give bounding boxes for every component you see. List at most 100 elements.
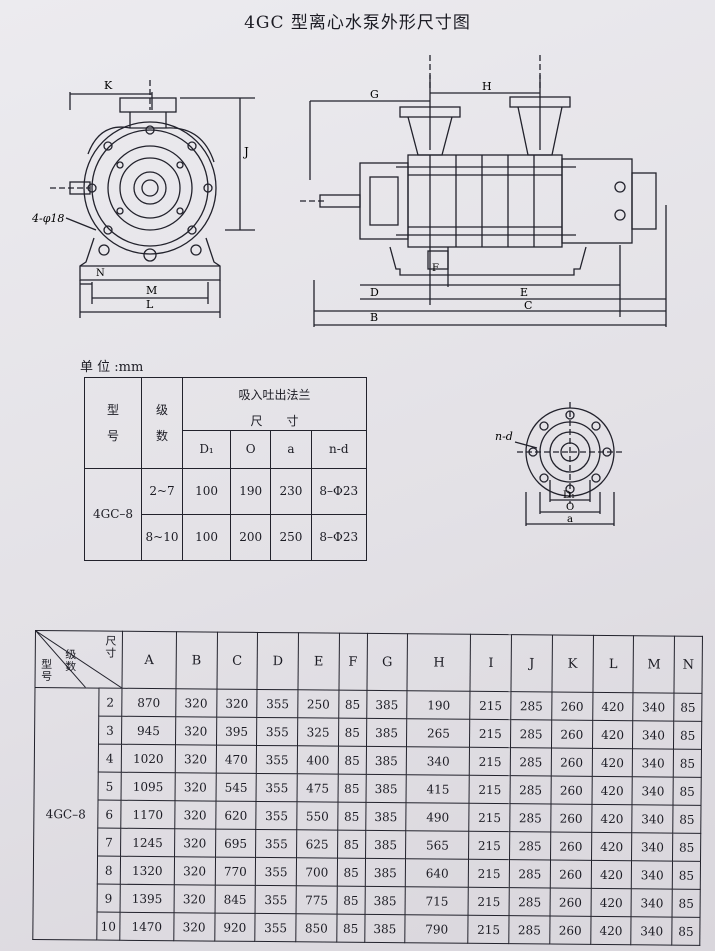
value-cell: 475 — [297, 773, 339, 803]
value-cell: 285 — [510, 747, 552, 777]
model-cell: 4GC–8 — [32, 687, 99, 941]
value-cell: 85 — [337, 774, 366, 803]
corner-model-label: 型号 — [41, 658, 53, 684]
value-cell: 85 — [673, 721, 702, 750]
value-cell: 85 — [673, 693, 702, 722]
flange-group-sub-text: 尺 寸 — [250, 413, 299, 428]
value-cell: 625 — [296, 829, 338, 859]
value-cell: 260 — [550, 804, 592, 833]
stage-cell: 5 — [97, 772, 122, 801]
value-cell: 565 — [405, 830, 470, 860]
flange-table: 型 号 级 数 吸入吐出法兰 尺 寸 D₁ O a n-d 4GC–8 2~7 — [84, 377, 367, 561]
column-header-c: C — [216, 632, 258, 690]
column-header-h: H — [407, 633, 471, 692]
value-cell: 285 — [510, 775, 552, 805]
value-cell: 320 — [174, 772, 216, 802]
flange-row: 4GC–8 2~7 100 190 230 8–Φ23 — [84, 467, 367, 561]
flange-label-o: O — [566, 502, 574, 513]
value-cell: 775 — [296, 885, 338, 915]
flange-col-d1: D₁ — [183, 429, 232, 468]
value-cell: 790 — [405, 914, 469, 944]
units-label: 单 位 :mm — [80, 360, 144, 375]
value-cell: 265 — [406, 718, 471, 748]
column-header-n: N — [674, 636, 703, 694]
value-cell: 260 — [550, 832, 592, 861]
value-cell: 385 — [365, 774, 407, 803]
value-cell: 385 — [366, 690, 408, 719]
value-cell: 870 — [121, 688, 176, 717]
flange-values-cell: 100 190 230 8–Φ23 — [182, 467, 367, 515]
value-cell: 640 — [405, 858, 469, 888]
value-cell: 355 — [256, 773, 298, 802]
value-cell: 260 — [551, 692, 593, 721]
side-view-drawing: G H F D E C B — [300, 55, 667, 327]
value-cell: 285 — [510, 691, 552, 721]
flange-model-cell: 4GC–8 — [84, 467, 142, 561]
value-cell: 385 — [364, 858, 406, 887]
value-cell: 85 — [672, 861, 701, 890]
corner-stage-label: 级数 — [65, 648, 77, 674]
flange-value: 8–Φ23 — [319, 530, 359, 544]
value-cell: 1170 — [120, 800, 175, 829]
flange-label-a: a — [567, 514, 573, 525]
value-cell: 355 — [255, 857, 297, 886]
value-cell: 340 — [631, 860, 673, 890]
value-cell: 85 — [337, 858, 366, 887]
flange-row: 8~10 100 200 250 8–Φ23 — [85, 513, 367, 561]
stage-cell: 9 — [96, 884, 121, 913]
flange-col-nd: n-d — [310, 429, 366, 468]
value-cell: 215 — [468, 887, 510, 916]
value-cell: 190 — [407, 690, 471, 720]
value-cell: 85 — [672, 889, 701, 918]
dimension-table: 尺寸 级数 型号 A B C D E F G H I J K L M N 4GC… — [32, 630, 703, 946]
value-cell: 285 — [509, 831, 551, 861]
value-cell: 320 — [173, 884, 215, 914]
value-cell: 545 — [215, 773, 257, 802]
value-cell: 85 — [336, 914, 365, 943]
flange-group-title: 吸入吐出法兰 — [182, 377, 367, 412]
value-cell: 85 — [338, 746, 367, 775]
flange-stage-header: 级 数 — [141, 377, 183, 469]
value-cell: 1095 — [121, 772, 176, 801]
column-header-m: M — [633, 635, 675, 694]
value-cell: 215 — [470, 691, 512, 720]
value-cell: 420 — [590, 916, 632, 945]
front-label-k: K — [104, 79, 113, 92]
flange-values-row: 100 190 230 8–Φ23 — [183, 468, 366, 514]
value-cell: 355 — [255, 829, 297, 858]
side-label-h: H — [482, 80, 492, 93]
value-cell: 415 — [406, 774, 470, 804]
value-cell: 260 — [550, 776, 592, 805]
value-cell: 420 — [591, 776, 633, 805]
value-cell: 420 — [592, 720, 634, 749]
column-header-a: A — [121, 631, 177, 689]
flange-col-a: a — [270, 429, 312, 468]
value-cell: 340 — [632, 720, 674, 750]
value-cell: 385 — [364, 886, 406, 915]
value-cell: 260 — [549, 916, 591, 945]
value-cell: 85 — [673, 749, 702, 778]
value-cell: 340 — [632, 804, 674, 834]
value-cell: 320 — [174, 856, 216, 886]
corner-size-label: 尺寸 — [105, 634, 117, 660]
value-cell: 320 — [173, 912, 215, 942]
value-cell: 215 — [469, 719, 511, 748]
value-cell: 920 — [214, 913, 256, 942]
value-cell: 285 — [509, 859, 551, 889]
value-cell: 420 — [591, 748, 633, 777]
value-cell: 770 — [214, 857, 256, 886]
value-cell: 215 — [468, 859, 510, 888]
value-cell: 400 — [297, 745, 339, 775]
value-cell: 215 — [468, 831, 510, 860]
value-cell: 85 — [671, 917, 701, 946]
value-cell: 260 — [551, 748, 593, 777]
value-cell: 85 — [673, 777, 702, 806]
front-view-drawing: K J 4-φ18 N M L — [31, 79, 255, 318]
value-cell: 215 — [468, 915, 510, 944]
side-label-f: F — [432, 263, 439, 274]
value-cell: 1470 — [119, 912, 174, 941]
value-cell: 285 — [509, 887, 551, 917]
column-header-f: F — [338, 633, 368, 691]
flange-col-headers: D₁ O a n-d — [183, 429, 366, 468]
